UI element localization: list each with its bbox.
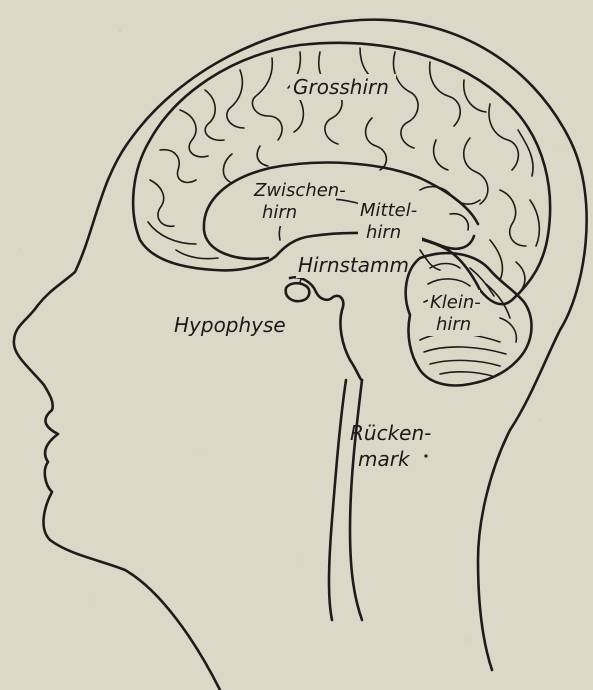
label-kleinhirn-line1: Klein- [430,292,481,313]
label-hypophyse: Hypophyse [174,313,286,337]
hypophysis [286,283,310,301]
label-kleinhirn-line2: hirn [436,314,471,335]
label-zwischenhirn-line1: Zwischen- [253,180,346,201]
label-grosshirn: Grosshirn [293,75,389,99]
pointer-dot [424,454,427,457]
brainstem-outline [290,277,362,380]
spinal-cord-back [350,380,362,620]
label-mittelhirn-line1: Mittel- [360,200,417,221]
label-hirnstamm: Hirnstamm [298,253,409,277]
label-mittelhirn-line2: hirn [366,222,401,243]
head-outline [14,20,587,690]
label-rueckenmark-line1: Rücken- [350,421,431,445]
spinal-cord-front [329,380,346,620]
label-zwischenhirn-line2: hirn [262,202,297,223]
label-rueckenmark-line2: mark [358,447,411,471]
